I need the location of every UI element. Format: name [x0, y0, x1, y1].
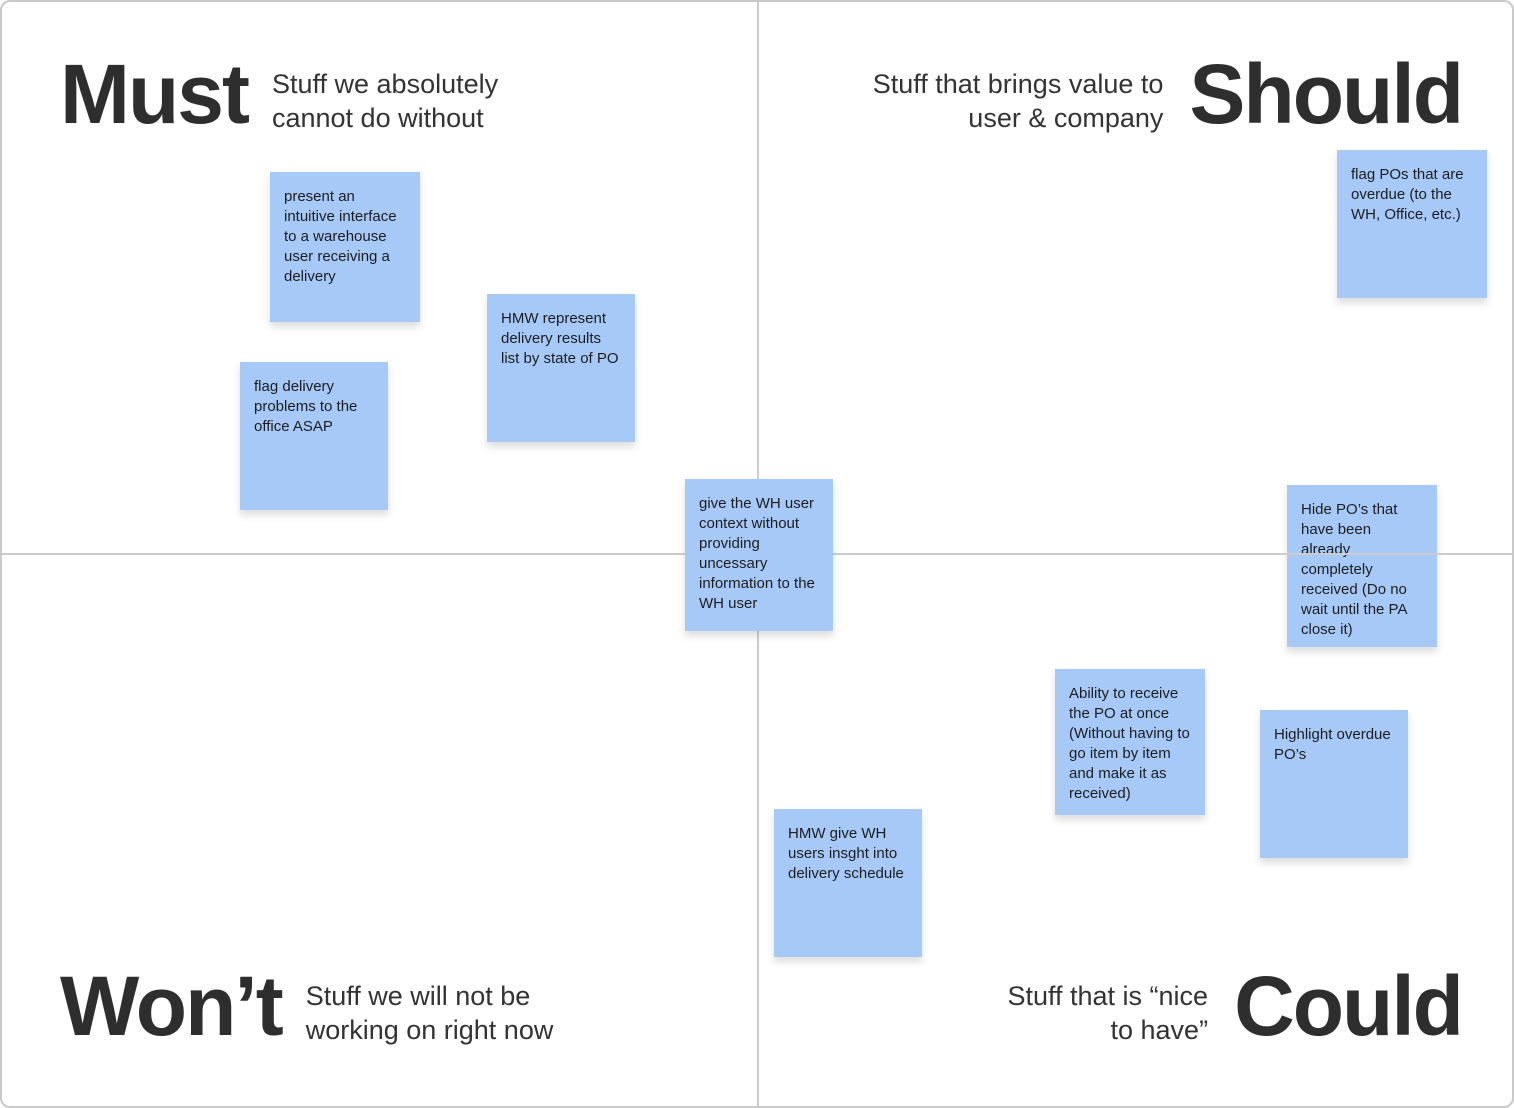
sticky-note[interactable]: HMW give WH users insght into delivery s… — [774, 809, 922, 957]
quadrant-subtitle-should: Stuff that brings value to user & compan… — [872, 69, 1164, 133]
sticky-note[interactable]: Hide PO’s that have been already complet… — [1287, 485, 1437, 647]
sticky-note[interactable]: flag POs that are overdue (to the WH, Of… — [1337, 150, 1487, 298]
quadrant-header-should: Stuff that brings value to user & compan… — [872, 47, 1464, 141]
quadrant-header-could: Stuff that is “nice to have” Could — [1007, 959, 1464, 1053]
quadrant-title-should: Should — [1189, 47, 1464, 141]
quadrant-subtitle-could: Stuff that is “nice to have” — [1007, 981, 1209, 1045]
sticky-note[interactable]: Highlight overdue PO’s — [1260, 710, 1408, 858]
quadrant-subtitle-must: Stuff we absolutely cannot do without — [271, 69, 499, 133]
quadrant-title-could: Could — [1234, 959, 1464, 1053]
quadrant-title-wont: Won’t — [60, 959, 284, 1053]
sticky-note[interactable]: HMW represent delivery results list by s… — [487, 294, 635, 442]
quadrant-header-must: Must Stuff we absolutely cannot do witho… — [60, 52, 498, 136]
quadrant-header-wont: Won’t Stuff we will not be working on ri… — [60, 964, 553, 1048]
quadrant-title-must: Must — [60, 47, 250, 141]
sticky-note[interactable]: present an intuitive interface to a ware… — [270, 172, 420, 322]
sticky-note[interactable]: flag delivery problems to the office ASA… — [240, 362, 388, 510]
sticky-note[interactable]: give the WH user context without providi… — [685, 479, 833, 631]
sticky-note[interactable]: Ability to receive the PO at once (Witho… — [1055, 669, 1205, 815]
quadrant-subtitle-wont: Stuff we will not be working on right no… — [305, 981, 554, 1045]
